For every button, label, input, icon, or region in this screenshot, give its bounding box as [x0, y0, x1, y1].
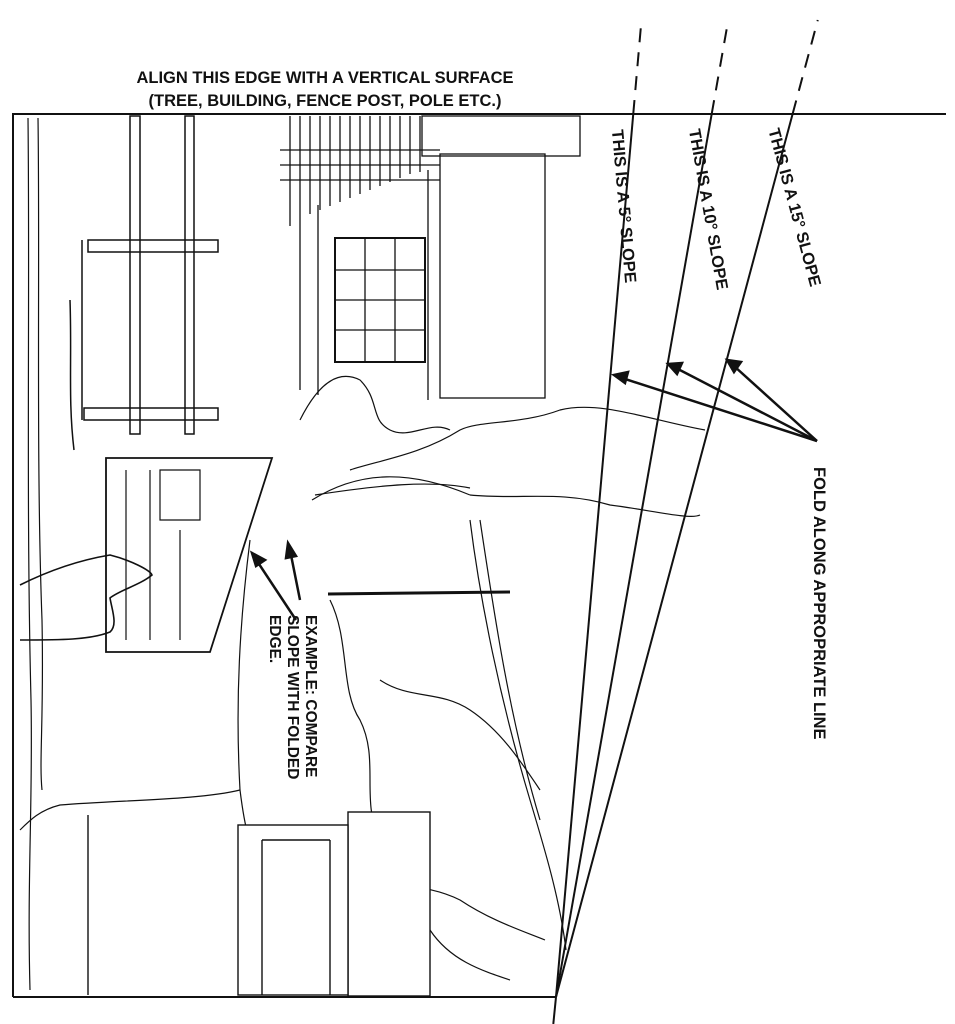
illustration-frame [12, 114, 556, 998]
example-note: EXAMPLE: COMPARE SLOPE WITH FOLDED EDGE. [266, 615, 319, 779]
slope-line-15 [555, 113, 794, 998]
fence-beams [69, 115, 219, 451]
slope-line-15-extension [791, 19, 819, 115]
fold-instruction: FOLD ALONG APPROPRIATE LINE [810, 467, 828, 740]
example-note-line-2: SLOPE WITH FOLDED [284, 615, 301, 779]
landscape-illustration [19, 115, 706, 997]
example-arrows [249, 539, 302, 621]
slope-label-10: THIS IS A 10° SLOPE [685, 128, 731, 292]
fold-arrows [611, 358, 818, 443]
shed [87, 811, 431, 997]
slope-line-5 [555, 113, 635, 998]
pivot-tail [552, 996, 557, 1024]
slope-line-10 [555, 113, 713, 998]
example-note-line-1: EXAMPLE: COMPARE [302, 615, 319, 777]
header-line-2: (TREE, BUILDING, FENCE POST, POLE ETC.) [149, 92, 502, 110]
slope-label-5: THIS IS A 5° SLOPE [608, 129, 639, 284]
slope-label-15: THIS IS A 15° SLOPE [764, 126, 824, 288]
header-line-1: ALIGN THIS EDGE WITH A VERTICAL SURFACE [136, 69, 513, 87]
example-inset [19, 457, 274, 653]
slope-lines: THIS IS A 5° SLOPE THIS IS A 10° SLOPE THI… [552, 19, 824, 1024]
hand-icon [19, 554, 153, 641]
house [280, 115, 581, 400]
slope-line-5-extension [632, 19, 643, 115]
tree [19, 375, 706, 981]
example-note-line-3: EDGE. [266, 615, 283, 663]
slope-line-10-extension [710, 19, 730, 115]
